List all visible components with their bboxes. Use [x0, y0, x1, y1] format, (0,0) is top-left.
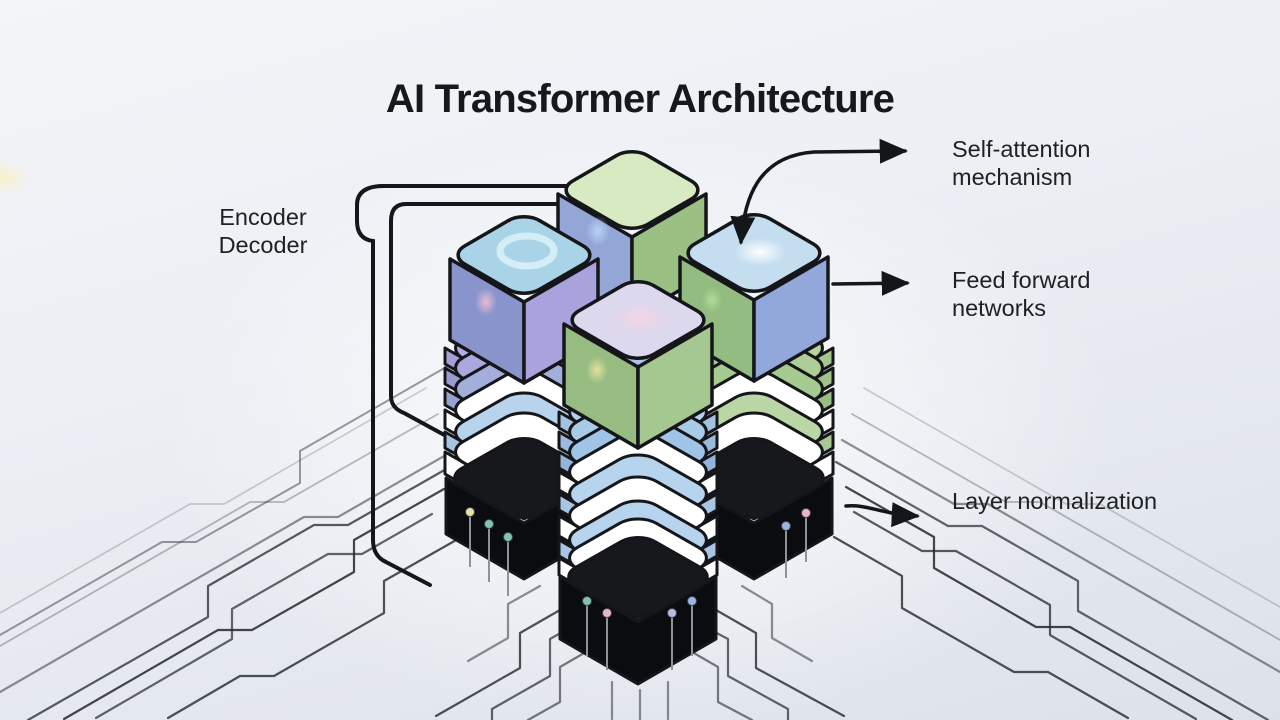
encoder-decoder-label: Encoder Decoder	[150, 203, 376, 259]
feed-forward-label: Feed forward networks	[952, 267, 1091, 321]
layer-normalization-arrow	[844, 502, 920, 528]
front-chip-pins	[582, 596, 697, 670]
circuit-traces	[0, 365, 1280, 720]
glow-spot	[0, 160, 32, 196]
front-stack	[557, 367, 719, 686]
glow-ring	[496, 232, 558, 270]
decoder-label-line: Decoder	[218, 232, 308, 258]
right-chip-pins	[781, 508, 811, 578]
glow-spot	[612, 302, 668, 334]
encoder-decoder-connector	[355, 184, 572, 587]
front-chip	[558, 532, 718, 686]
layer-normalization-label: Layer normalization	[952, 488, 1158, 514]
encoder-label-line: Encoder	[219, 204, 307, 230]
annotation-arrows	[730, 138, 920, 528]
feed-forward-arrow	[831, 270, 910, 296]
glow-spot	[586, 216, 610, 246]
glow-spot	[475, 288, 497, 316]
left-chip-pins	[465, 507, 513, 596]
glow-spot	[586, 356, 608, 384]
self-attention-arrow	[730, 138, 908, 245]
attention-block-left	[448, 212, 600, 385]
self-attention-label: Self-attention mechanism	[952, 136, 1091, 190]
page-title: AI Transformer Architecture	[385, 76, 895, 121]
glow-spot	[734, 238, 786, 266]
attention-block-front	[562, 277, 714, 450]
glow-spot	[702, 287, 722, 313]
